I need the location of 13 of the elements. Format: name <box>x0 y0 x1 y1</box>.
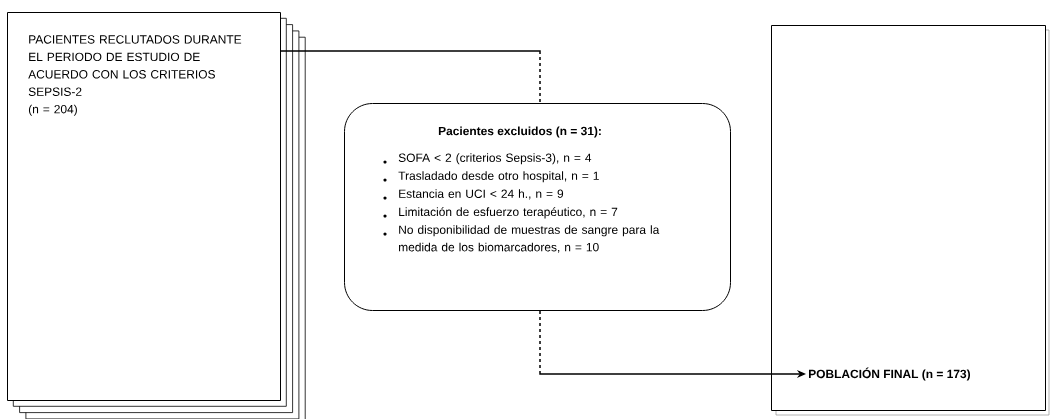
list-item: Estancia en UCI < 24 h., n = 9 <box>399 189 564 200</box>
list-item: Limitación de esfuerzo terapéutico, n = 7 <box>399 207 618 219</box>
result-label: POBLACIÓN FINAL (n = 173) <box>809 367 970 381</box>
exclusion-box <box>344 103 731 311</box>
result-page <box>771 25 1046 411</box>
connector-line <box>279 50 541 104</box>
document-stack <box>7 12 281 401</box>
list-item: Trasladado desde otro hospital, n = 1 <box>398 171 599 183</box>
list-item: SOFA < 2 (criterios Sepsis-3), n = 4 <box>398 153 592 165</box>
heading: Pacientes excluidos (n = 31): <box>438 126 601 138</box>
list-item: No disponibilidad de muestras de sangre para la medida de los biomarcadores, n = 10 <box>399 225 660 253</box>
body-text: (n = 204) <box>28 104 77 116</box>
body-text: PACIENTES RECLUTADOS DURANTE EL PERIODO DE ESTUDIO DE ACUERDO CON LOS CRITERIOS SEPSIS-2 <box>28 35 242 96</box>
